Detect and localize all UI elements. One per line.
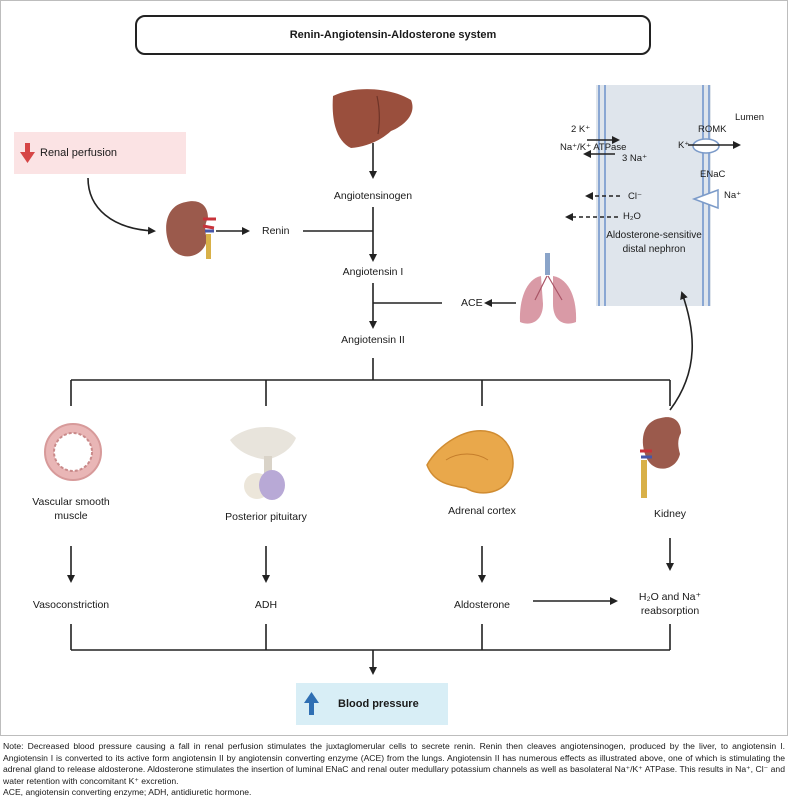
water-label: H₂O (623, 211, 641, 222)
aldosterone-label: Aldosterone (453, 599, 511, 611)
abbreviations-note: ACE, angiotensin converting enzyme; ADH,… (3, 787, 252, 797)
page-title: Renin-Angiotensin-Aldosterone system (135, 15, 651, 55)
renal-perfusion-label: Renal perfusion (40, 147, 118, 159)
enac-channel-icon (691, 188, 719, 210)
kidney-target-icon (640, 417, 681, 498)
reabsorption-label-line2: reabsorption (640, 605, 700, 617)
lumen-label: Lumen (735, 112, 765, 123)
renal-perfusion-box (14, 132, 186, 174)
adh-label: ADH (254, 599, 278, 611)
two-k-label: 2 K⁺ (571, 124, 591, 135)
down-arrow-icon (20, 143, 35, 163)
renin-label: Renin (262, 225, 290, 237)
angiotensinogen-label: Angiotensinogen (333, 190, 413, 202)
nephron-label-line2: distal nephron (622, 244, 686, 255)
vasoconstriction-label: Vasoconstriction (32, 599, 110, 611)
adrenal-icon (426, 430, 514, 494)
angiotensin-1-label: Angiotensin I (342, 266, 404, 278)
adrenal-cortex-label: Adrenal cortex (448, 505, 516, 517)
kidney-label: Kidney (653, 508, 687, 520)
k-plus-label: K⁺ (678, 140, 690, 151)
angiotensin-2-label: Angiotensin II (341, 334, 405, 346)
posterior-pituitary-label: Posterior pituitary (225, 511, 307, 523)
nephron-membranes (598, 85, 710, 306)
kidney-icon (166, 201, 216, 259)
vascular-smooth-muscle-label: Vascular smooth muscle (32, 496, 110, 522)
up-arrow-icon (304, 692, 319, 715)
nephron-panel (596, 85, 711, 306)
ace-label: ACE (461, 297, 483, 309)
connectors (67, 143, 693, 675)
atpase-label: Na⁺/K⁺ ATPase (560, 142, 627, 153)
three-na-label: 3 Na⁺ (622, 153, 648, 164)
chloride-label: Cl⁻ (628, 191, 642, 202)
na-plus-label: Na⁺ (724, 190, 742, 201)
nephron-label-line1: Aldosterone-sensitive (606, 230, 702, 241)
lungs-icon (519, 253, 577, 324)
reabsorption-label-line1: H₂O and Na⁺ (638, 591, 702, 603)
blood-pressure-label: Blood pressure (338, 698, 419, 710)
romk-channel-icon (692, 138, 720, 154)
pituitary-icon (230, 426, 296, 500)
liver-icon (332, 89, 413, 148)
romk-label: ROMK (698, 124, 727, 135)
nephron-transport-arrows (565, 136, 741, 221)
blood-vessel-icon (44, 423, 102, 481)
blood-pressure-box (296, 683, 448, 725)
enac-label: ENaC (700, 169, 726, 180)
figure-note: Note: Decreased blood pressure causing a… (3, 741, 785, 786)
